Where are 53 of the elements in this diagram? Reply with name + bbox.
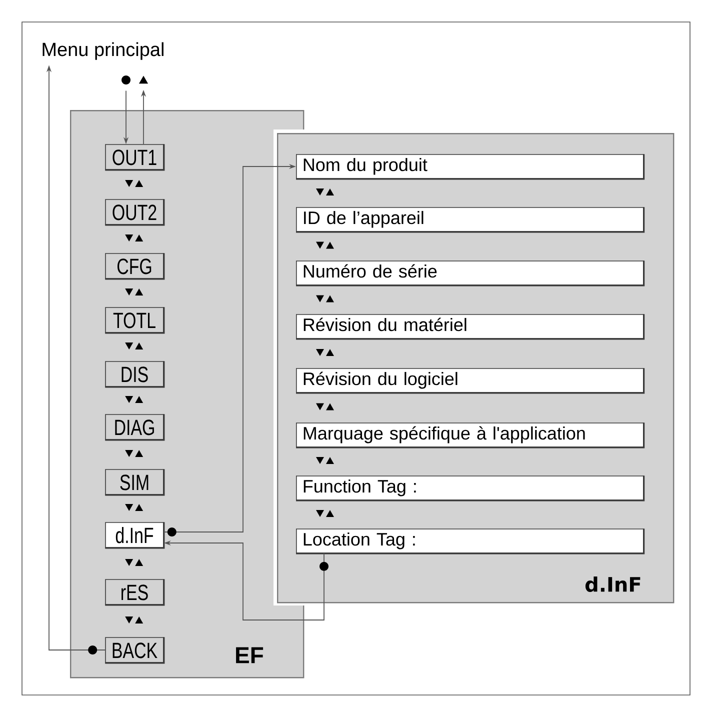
menu-heading: Menu principal <box>42 42 164 60</box>
menu-item-box: DIAG <box>105 414 165 441</box>
triangle-arrow <box>125 559 134 566</box>
triangle-arrow <box>316 403 324 410</box>
menu-item-box: Numéro de série <box>296 260 645 286</box>
menu-item-box: CFG <box>105 253 165 280</box>
triangle-arrow <box>125 180 134 187</box>
triangle-arrow <box>316 510 324 517</box>
menu-item-box: Révision du logiciel <box>296 368 645 394</box>
menu-item-box: TOTL <box>105 307 165 334</box>
triangle-arrow <box>125 234 134 242</box>
menu-item-box: Marquage spécifique à l'application <box>296 422 645 448</box>
triangle-arrow <box>125 504 134 511</box>
triangle-arrow <box>135 342 144 350</box>
triangle-arrow <box>135 616 144 624</box>
triangle-arrow <box>125 616 134 624</box>
triangle-arrow <box>135 180 144 187</box>
menu-item-box: d.InF <box>105 522 165 549</box>
triangle-arrow <box>326 242 334 249</box>
menu-item-box: BACK <box>105 637 165 664</box>
menu-item-box: ID de l’appareil <box>296 207 645 233</box>
triangle-arrow <box>135 559 144 566</box>
triangle-arrow <box>135 504 144 511</box>
triangle-arrow <box>316 242 324 249</box>
triangle-arrow <box>326 295 334 302</box>
triangle-arrow <box>125 288 134 296</box>
triangle-arrow <box>316 349 324 356</box>
triangle-arrow <box>125 342 134 350</box>
triangle-arrow <box>326 457 334 464</box>
menu-item-box: Révision du matériel <box>296 314 645 340</box>
triangle-arrow <box>135 234 144 242</box>
menu-item-box: DIS <box>105 361 165 388</box>
triangle-arrow <box>326 403 334 410</box>
triangle-arrow <box>326 510 334 517</box>
triangle-arrow <box>326 349 334 356</box>
triangle-arrow <box>125 396 134 403</box>
triangle-arrow <box>316 188 324 196</box>
menu-item-box: Location Tag : <box>296 528 645 554</box>
menu-item-box: Nom du produit <box>296 154 645 180</box>
menu-item-box: Function Tag : <box>296 476 645 502</box>
triangle-arrow <box>316 295 324 302</box>
dot-icon <box>122 76 130 84</box>
menu-item-box: OUT2 <box>105 199 165 226</box>
triangle-icon <box>138 76 148 84</box>
triangle-arrow <box>125 450 134 457</box>
menu-item-box: rES <box>105 579 165 606</box>
triangle-arrow <box>326 188 334 196</box>
menu-item-box: SIM <box>105 469 165 496</box>
triangle-arrow <box>135 396 144 403</box>
menu-item-box: OUT1 <box>105 144 165 171</box>
triangle-arrow <box>135 450 144 457</box>
triangle-arrow <box>316 457 324 464</box>
triangle-arrow <box>135 288 144 296</box>
